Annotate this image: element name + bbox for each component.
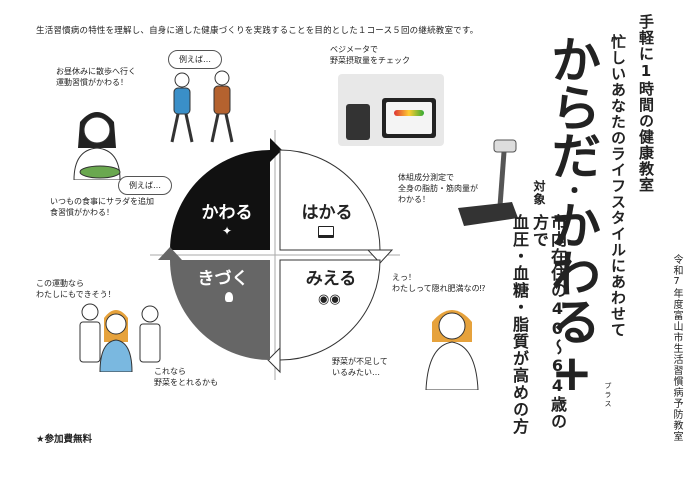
walk-text-line2: 運動習慣がかわる！ [56, 78, 128, 87]
quadrant-kawaru-label: かわる [201, 203, 253, 223]
vege-text-line2: 野菜摂取量をチェック [330, 56, 410, 65]
quadrant-mieru-shape [279, 259, 381, 361]
body-text: 体組成分測定で 全身の脂肪・筋肉量が わかる！ [398, 172, 478, 205]
cycle-diagram [150, 130, 400, 380]
subtitle-one-hour: 手軽に1時間の健康教室 [637, 14, 655, 193]
target-line2: 血圧・血糖・脂質が高めの方 [510, 214, 529, 435]
veg-more-text: これなら 野菜をとれるかも [154, 366, 218, 388]
vege-text-line1: ベジメータで [330, 45, 378, 54]
eyes-icon: ◉◉ [318, 292, 341, 307]
arrow-mieru [267, 346, 281, 374]
body-text-line3: わかる！ [398, 195, 430, 204]
quadrant-kawaru-shape [170, 150, 270, 250]
veg-more-text-line1: これなら [154, 367, 186, 376]
arrow-kizuku [158, 247, 182, 260]
tablet-screen [382, 98, 436, 138]
lack-text-line1: 野菜が不足して [332, 357, 388, 366]
subtitle-lifestyle: 忙しいあなたのライフスタイルにあわせて [609, 34, 627, 338]
intro-text: 生活習慣病の特性を理解し、自身に適した健康づくりを実践することを目的とした１コー… [36, 26, 479, 36]
body-composition-scale [458, 139, 518, 226]
meal-text-line1: いつもの食事にサラダを追加 [50, 197, 154, 206]
program-name: 令和7年度富山市生活習慣病予防教室 [671, 254, 682, 442]
meal-text-line2: 食習慣がかわる！ [50, 208, 114, 217]
vegemeter-photo [338, 74, 444, 146]
lack-text-line2: いるみたい… [332, 368, 380, 377]
exercise-text-line1: この運動なら [36, 279, 84, 288]
target-line1: 市内在住の40～64歳の方で [530, 214, 567, 430]
laptop-icon [318, 226, 334, 238]
veg-more-text-line2: 野菜をとれるかも [154, 378, 218, 387]
quadrant-kizuku-shape [170, 260, 270, 360]
hidden-text-line1: えっ！ [392, 273, 416, 282]
quadrant-hakaru-label: はかる [301, 203, 353, 223]
walk-text-line1: お昼休みに散歩へ行く [56, 67, 136, 76]
main-title: からだ・かわる+ [543, 34, 601, 434]
vege-text: ベジメータで 野菜摂取量をチェック [330, 44, 410, 66]
meal-bubble: 例えば… [118, 176, 172, 195]
title-karada: からだ [543, 34, 601, 178]
free-participation: ★参加費無料 [36, 434, 93, 445]
title-furigana: プラス [604, 382, 612, 409]
arrow-hakaru [366, 249, 394, 264]
body-text-line1: 体組成分測定で [398, 173, 454, 182]
sparkle-icon: ✦ [222, 224, 233, 238]
title-plus: + [543, 344, 601, 400]
eating-woman-illustration [73, 112, 121, 180]
quadrant-kizuku-label: きづく [197, 269, 249, 289]
target-label: 対象 [532, 180, 546, 206]
walk-bubble: 例えば… [168, 50, 222, 69]
title-kawaru: かわる [543, 200, 601, 344]
surprised-woman-illustration [425, 310, 479, 390]
arrow-kawaru [270, 138, 282, 162]
quadrant-hakaru-shape [279, 149, 381, 251]
hidden-text: えっ！ わたしって隠れ肥満なの⁉ [392, 272, 485, 294]
lack-text: 野菜が不足して いるみたい… [332, 356, 388, 378]
lightbulb-icon [225, 292, 233, 302]
exercise-text-line2: わたしにもできそう！ [36, 290, 116, 299]
walking-people-illustration [170, 70, 234, 143]
exercise-text: この運動なら わたしにもできそう！ [36, 278, 116, 300]
advisor-group-illustration [79, 303, 161, 372]
quadrant-mieru-label: みえる [305, 269, 357, 289]
vegemeter-device [346, 104, 370, 140]
hidden-text-line2: わたしって隠れ肥満なの⁉ [392, 284, 486, 293]
title-dot: ・ [558, 178, 586, 200]
walk-text: お昼休みに散歩へ行く 運動習慣がかわる！ [56, 66, 136, 88]
body-text-line2: 全身の脂肪・筋肉量が [398, 184, 478, 193]
meal-text: いつもの食事にサラダを追加 食習慣がかわる！ [50, 196, 154, 218]
